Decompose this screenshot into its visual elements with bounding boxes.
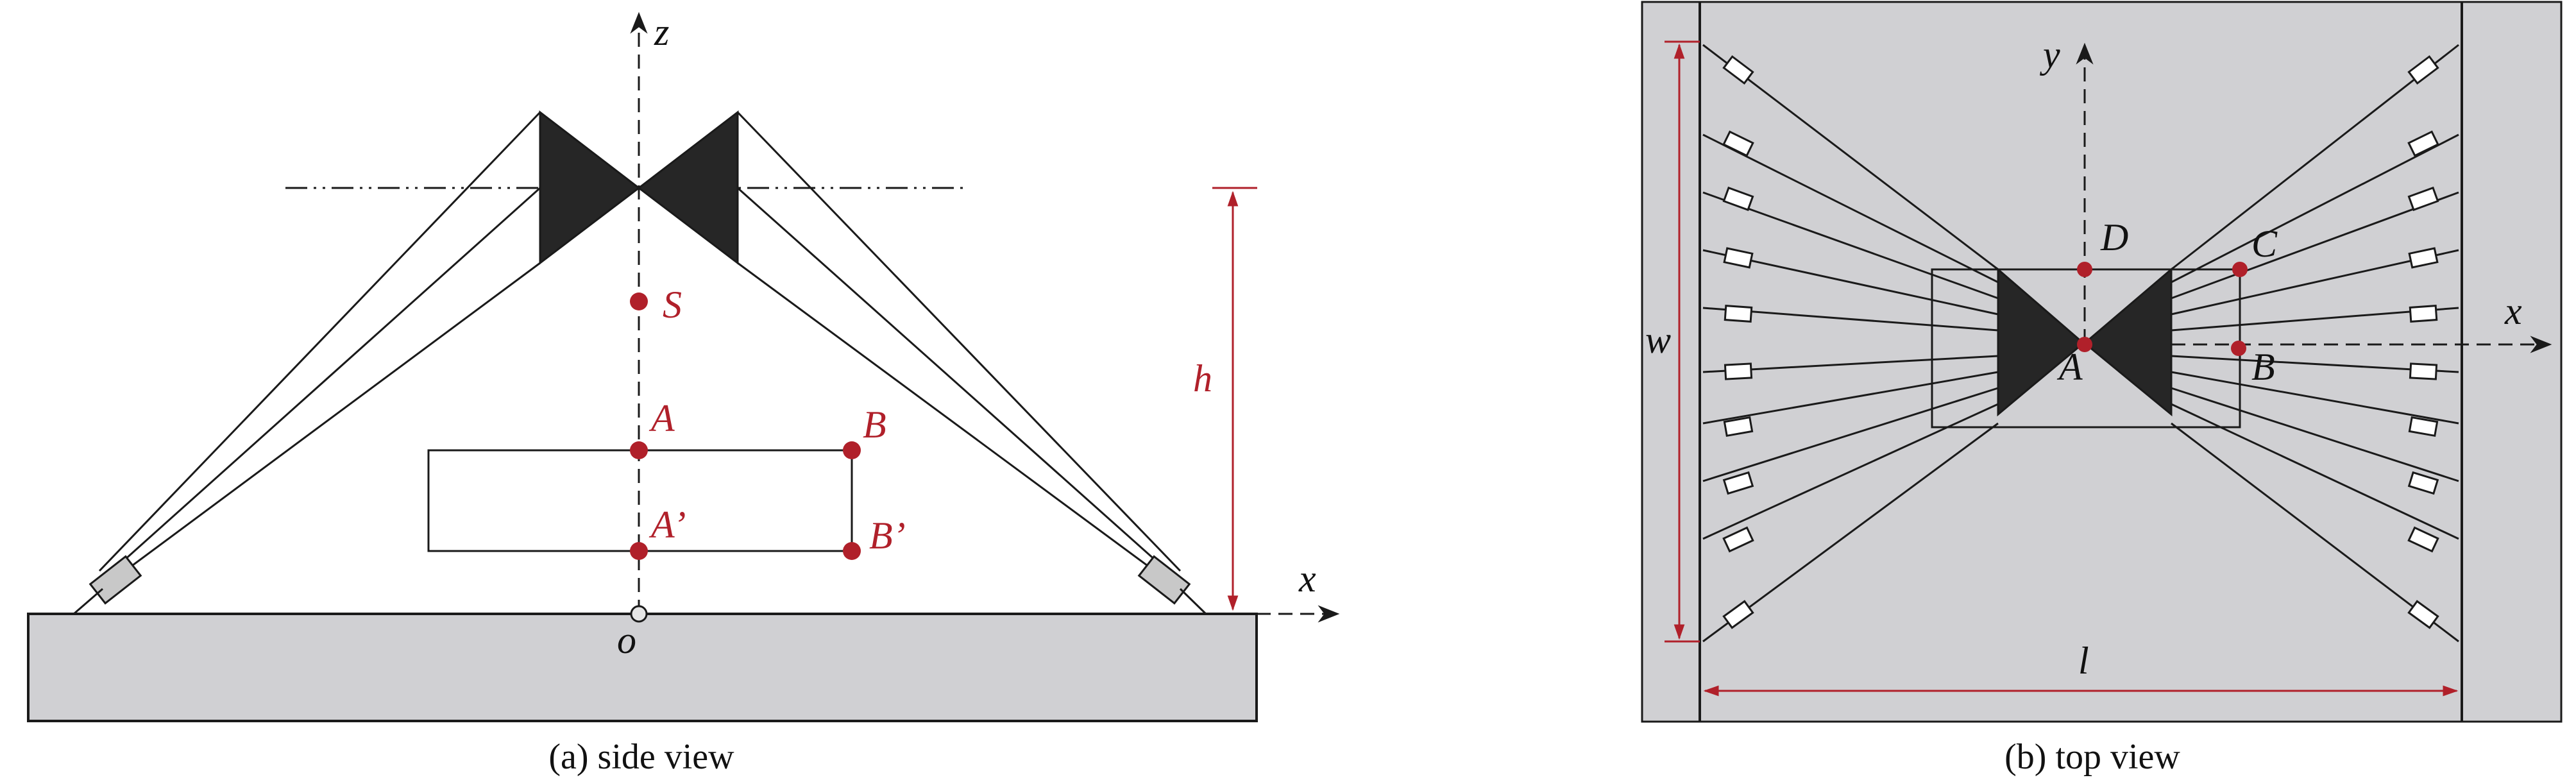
side-view-panel: z x o S A B A’ B’ h (a) side view	[27, 11, 1340, 777]
point-a-prime-label: A’	[648, 504, 686, 546]
origin-label: o	[617, 619, 636, 661]
length-label: l	[2078, 640, 2089, 682]
point-b-prime-label: B’	[869, 514, 906, 557]
point-s-dot	[630, 292, 648, 310]
work-zone-rect	[427, 449, 853, 552]
top-view-caption: (b) top view	[2004, 737, 2180, 777]
point-a-prime-dot	[630, 542, 648, 560]
top-projector-bowtie	[1997, 267, 2173, 417]
top-x-axis-label: x	[2504, 290, 2522, 332]
top-point-c-label: C	[2251, 223, 2278, 265]
ground-slab	[27, 613, 1258, 722]
top-point-d-dot	[2077, 262, 2092, 277]
right-anchor	[1137, 555, 1207, 615]
top-view-panel: y x A B C D w l (b) top view	[1641, 1, 2563, 777]
height-dimension	[1212, 187, 1257, 611]
left-cable-bundle	[98, 111, 541, 572]
point-a-label: A	[648, 397, 675, 439]
side-view-caption: (a) side view	[548, 737, 734, 777]
top-point-c-dot	[2232, 262, 2248, 277]
width-dimension	[1665, 40, 1700, 643]
top-point-a-label: A	[2056, 346, 2083, 388]
x-axis-label: x	[1298, 557, 1316, 600]
point-b-prime-dot	[843, 542, 861, 560]
projector-bowtie	[539, 110, 739, 266]
top-right-anchors	[2407, 55, 2439, 629]
z-axis-label: z	[654, 11, 669, 53]
origin-marker	[630, 605, 648, 623]
top-left-anchors	[1722, 55, 1754, 629]
top-points	[2077, 262, 2248, 356]
side-points	[630, 292, 861, 560]
left-anchor	[73, 555, 142, 615]
point-a-dot	[630, 441, 648, 459]
height-label: h	[1193, 357, 1212, 400]
top-point-d-label: D	[2100, 216, 2128, 259]
point-b-dot	[843, 441, 861, 459]
top-y-axis-label: y	[2039, 33, 2060, 76]
top-point-b-label: B	[2251, 346, 2275, 388]
top-left-cables	[1702, 44, 1999, 643]
point-b-label: B	[863, 403, 886, 446]
top-view-ground	[1641, 1, 2563, 723]
point-s-label: S	[663, 284, 682, 326]
right-cable-bundle	[736, 111, 1182, 572]
width-label: w	[1645, 319, 1671, 361]
top-point-a-dot	[2077, 337, 2092, 352]
top-point-b-dot	[2231, 341, 2246, 356]
